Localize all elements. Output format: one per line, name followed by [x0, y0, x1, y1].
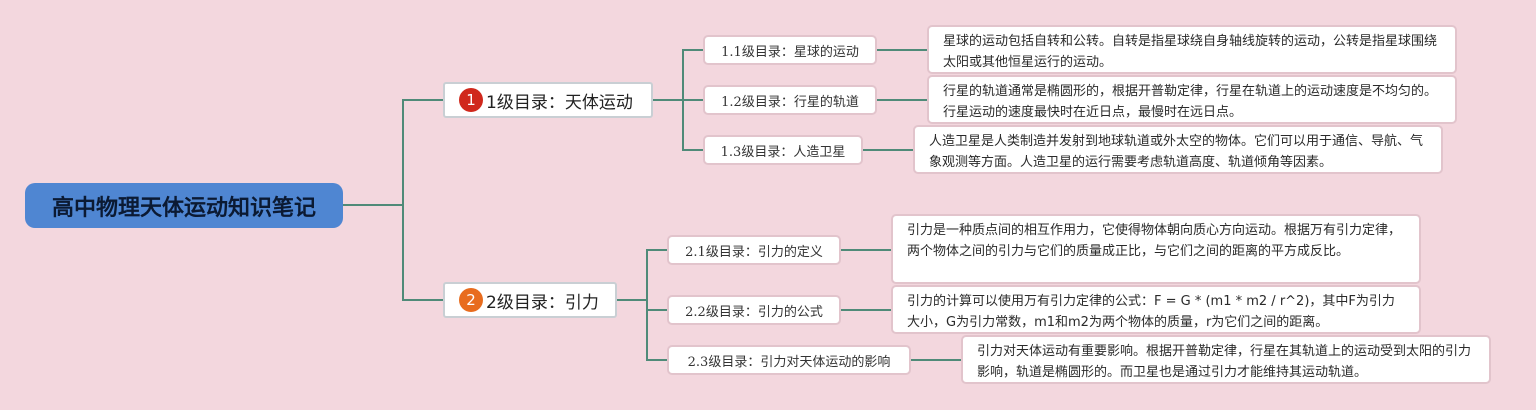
note-text: 引力的计算可以使用万有引力定律的公式：F = G * (m1 * m2 / r^…: [907, 294, 1395, 330]
subtopic-label: 1.1级目录：星球的运动: [721, 44, 859, 60]
note-text: 引力对天体运动有重要影响。根据开普勒定律，行星在其轨道上的运动受到太阳的引力影响…: [977, 344, 1472, 380]
number-badge-icon: 1: [459, 88, 483, 112]
note-text: 星球的运动包括自转和公转。自转是指星球绕自身轴线旋转的运动，公转是指星球围绕太阳…: [943, 34, 1438, 70]
connector-topic-1-sub-1: [653, 49, 703, 101]
subtopic-2-3[interactable]: 2.3级目录：引力对天体运动的影响: [667, 345, 911, 375]
subtopic-2-2[interactable]: 2.2级目录：引力的公式: [667, 295, 841, 325]
note-1-1[interactable]: 星球的运动包括自转和公转。自转是指星球绕自身轴线旋转的运动，公转是指星球围绕太阳…: [927, 25, 1457, 74]
topic-2-label: 2级目录：引力: [486, 292, 599, 313]
topic-2[interactable]: 2 2级目录：引力: [443, 282, 617, 318]
topic-1[interactable]: 1 1级目录：天体运动: [443, 82, 653, 118]
subtopic-1-1[interactable]: 1.1级目录：星球的运动: [703, 35, 877, 65]
subtopic-label: 1.2级目录：行星的轨道: [721, 94, 859, 110]
subtopic-1-2[interactable]: 1.2级目录：行星的轨道: [703, 85, 877, 115]
connector-topic-2-sub-1: [617, 249, 667, 301]
topic-1-label: 1级目录：天体运动: [486, 92, 633, 113]
connector-topic-1-sub-3: [682, 100, 703, 151]
subtopic-label: 1.3级目录：人造卫星: [720, 144, 846, 160]
subtopic-label: 2.1级目录：引力的定义: [685, 244, 823, 260]
note-2-2[interactable]: 引力的计算可以使用万有引力定律的公式：F = G * (m1 * m2 / r^…: [891, 285, 1421, 334]
note-1-3[interactable]: 人造卫星是人类制造并发射到地球轨道或外太空的物体。它们可以用于通信、导航、气象观…: [913, 125, 1443, 174]
connector-root-topic-2: [402, 205, 443, 301]
note-2-3[interactable]: 引力对天体运动有重要影响。根据开普勒定律，行星在其轨道上的运动受到太阳的引力影响…: [961, 335, 1491, 384]
connector-root-topic-1: [343, 99, 443, 206]
connector-topic-2-sub-2: [646, 300, 667, 311]
note-text: 引力是一种质点间的相互作用力，它使得物体朝向质心方向运动。根据万有引力定律，两个…: [907, 223, 1402, 259]
note-2-1[interactable]: 引力是一种质点间的相互作用力，它使得物体朝向质心方向运动。根据万有引力定律，两个…: [891, 214, 1421, 284]
root-topic-label: 高中物理天体运动知识笔记: [51, 195, 316, 221]
number-badge-icon: 2: [459, 288, 483, 312]
connector-topic-2-sub-3: [646, 300, 667, 361]
note-1-2[interactable]: 行星的轨道通常是椭圆形的，根据开普勒定律，行星在轨道上的运动速度是不均匀的。行星…: [927, 75, 1457, 124]
note-text: 人造卫星是人类制造并发射到地球轨道或外太空的物体。它们可以用于通信、导航、气象观…: [929, 134, 1424, 170]
subtopic-label: 2.2级目录：引力的公式: [685, 304, 823, 320]
subtopic-2-1[interactable]: 2.1级目录：引力的定义: [667, 235, 841, 265]
subtopic-1-3[interactable]: 1.3级目录：人造卫星: [703, 135, 863, 165]
note-text: 行星的轨道通常是椭圆形的，根据开普勒定律，行星在轨道上的运动速度是不均匀的。行星…: [943, 84, 1438, 120]
subtopic-label: 2.3级目录：引力对天体运动的影响: [687, 354, 891, 370]
root-topic[interactable]: 高中物理天体运动知识笔记: [25, 183, 343, 228]
